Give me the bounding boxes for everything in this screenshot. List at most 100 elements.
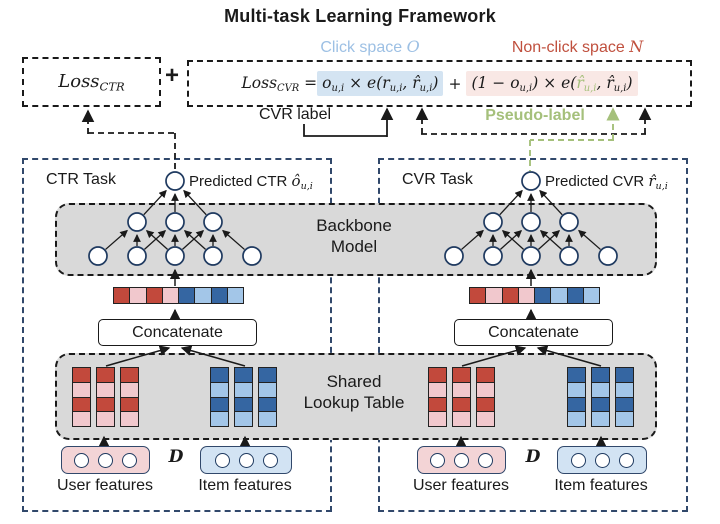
click-space-term: ou,i × e(ru,i, r̂u,i)	[317, 70, 444, 97]
embedding-cell	[161, 287, 179, 304]
nonclick-space-text: Non-click space	[511, 39, 630, 56]
dataset-symbol-cvr: D	[525, 447, 541, 467]
user-features-box-cvr	[417, 446, 506, 474]
feature-circle	[430, 452, 445, 468]
embedding-cell	[452, 367, 471, 383]
embedding-cell	[428, 381, 447, 398]
embedding-cell	[567, 367, 586, 383]
ctr-task-box	[22, 158, 332, 512]
embedding-bar-cvr	[469, 287, 600, 304]
embedding-cell	[234, 396, 253, 413]
feature-circle	[618, 452, 634, 468]
embedding-cell	[615, 367, 634, 383]
concatenate-box-cvr: Concatenate	[454, 319, 613, 346]
embedding-column	[591, 367, 610, 430]
embedding-cell	[113, 287, 131, 304]
feature-circle	[454, 452, 469, 468]
embedding-cell	[129, 287, 147, 304]
item-features-label-ctr: Item features	[198, 477, 292, 494]
feature-circle	[74, 452, 89, 468]
embedding-cell	[194, 287, 212, 304]
feature-circle	[98, 452, 113, 468]
embedding-column	[234, 367, 253, 430]
embedding-cell	[120, 381, 139, 398]
embedding-cell	[615, 411, 634, 427]
embedding-cell	[566, 287, 584, 304]
item-features-box-cvr	[557, 446, 647, 474]
feature-circle	[570, 452, 586, 468]
item-embedding-columns-ctr	[210, 367, 277, 430]
backbone-line2: Model	[330, 236, 378, 256]
loss-cvr-box: LossCVR = ou,i × e(ru,i, r̂u,i) + (1 − o…	[187, 60, 692, 107]
embedding-cell	[469, 287, 487, 304]
embedding-cell	[452, 381, 471, 398]
user-embedding-columns-cvr	[428, 367, 495, 430]
embedding-column	[428, 367, 447, 430]
embedding-cell	[96, 381, 115, 398]
embedding-cell	[567, 411, 586, 427]
embedding-cell	[234, 367, 253, 383]
nonclick-space-label: Non-click space N	[495, 37, 660, 57]
ctr-task-title: CTR Task	[46, 171, 116, 188]
predicted-ctr-symbol: ôu,i	[291, 172, 313, 192]
click-space-symbol: O	[406, 37, 420, 56]
loss-cvr-prefix: LossCVR =	[241, 73, 318, 94]
user-embedding-columns-ctr	[72, 367, 139, 430]
nonclick-space-symbol: N	[629, 37, 644, 56]
embedding-cell	[476, 411, 495, 427]
embedding-cell	[210, 381, 229, 398]
cvr-label: CVR label	[258, 106, 332, 123]
embedding-cell	[428, 411, 447, 427]
embedding-column	[615, 367, 634, 430]
embedding-column	[96, 367, 115, 430]
lookup-line1: Shared	[326, 372, 382, 391]
dataset-symbol-ctr: D	[168, 447, 184, 467]
loss-ctr-box: LossCTR	[22, 57, 161, 107]
backbone-model-label: Backbone Model	[274, 216, 434, 257]
embedding-column	[72, 367, 91, 430]
embedding-cell	[452, 396, 471, 413]
embedding-cell	[428, 367, 447, 383]
embedding-cell	[145, 287, 163, 304]
embedding-cell	[582, 287, 600, 304]
embedding-cell	[258, 367, 277, 383]
item-features-label-cvr: Item features	[554, 477, 648, 494]
embedding-cell	[258, 411, 277, 427]
embedding-cell	[591, 367, 610, 383]
embedding-cell	[615, 381, 634, 398]
embedding-cell	[120, 367, 139, 383]
embedding-cell	[258, 396, 277, 413]
predicted-ctr-text: Predicted CTR	[189, 173, 292, 190]
shared-lookup-table-box	[55, 353, 657, 440]
embedding-cell	[178, 287, 196, 304]
embedding-cell	[72, 381, 91, 398]
embedding-cell	[567, 396, 586, 413]
embedding-column	[567, 367, 586, 430]
embedding-column	[452, 367, 471, 430]
embedding-column	[210, 367, 229, 430]
embedding-cell	[567, 381, 586, 398]
cvr-task-title: CVR Task	[402, 171, 473, 188]
user-features-box-ctr	[61, 446, 150, 474]
embedding-cell	[476, 381, 495, 398]
embedding-cell	[72, 411, 91, 427]
embedding-cell	[591, 396, 610, 413]
item-embedding-columns-cvr	[567, 367, 634, 430]
embedding-column	[120, 367, 139, 430]
embedding-cell	[96, 396, 115, 413]
pseudo-label: Pseudo-label	[485, 107, 585, 124]
embedding-column	[476, 367, 495, 430]
feature-circle	[262, 452, 278, 468]
predicted-cvr-label: Predicted CVR r̂u,i	[545, 172, 668, 192]
feature-circle	[478, 452, 493, 468]
click-space-label: Click space O	[300, 37, 440, 57]
embedding-cell	[517, 287, 535, 304]
embedding-cell	[591, 381, 610, 398]
backbone-line1: Backbone	[316, 216, 392, 235]
embedding-cell	[210, 396, 229, 413]
embedding-bar-ctr	[113, 287, 244, 304]
embedding-cell	[72, 396, 91, 413]
predicted-cvr-symbol: r̂u,i	[648, 172, 668, 192]
embedding-cell	[615, 396, 634, 413]
